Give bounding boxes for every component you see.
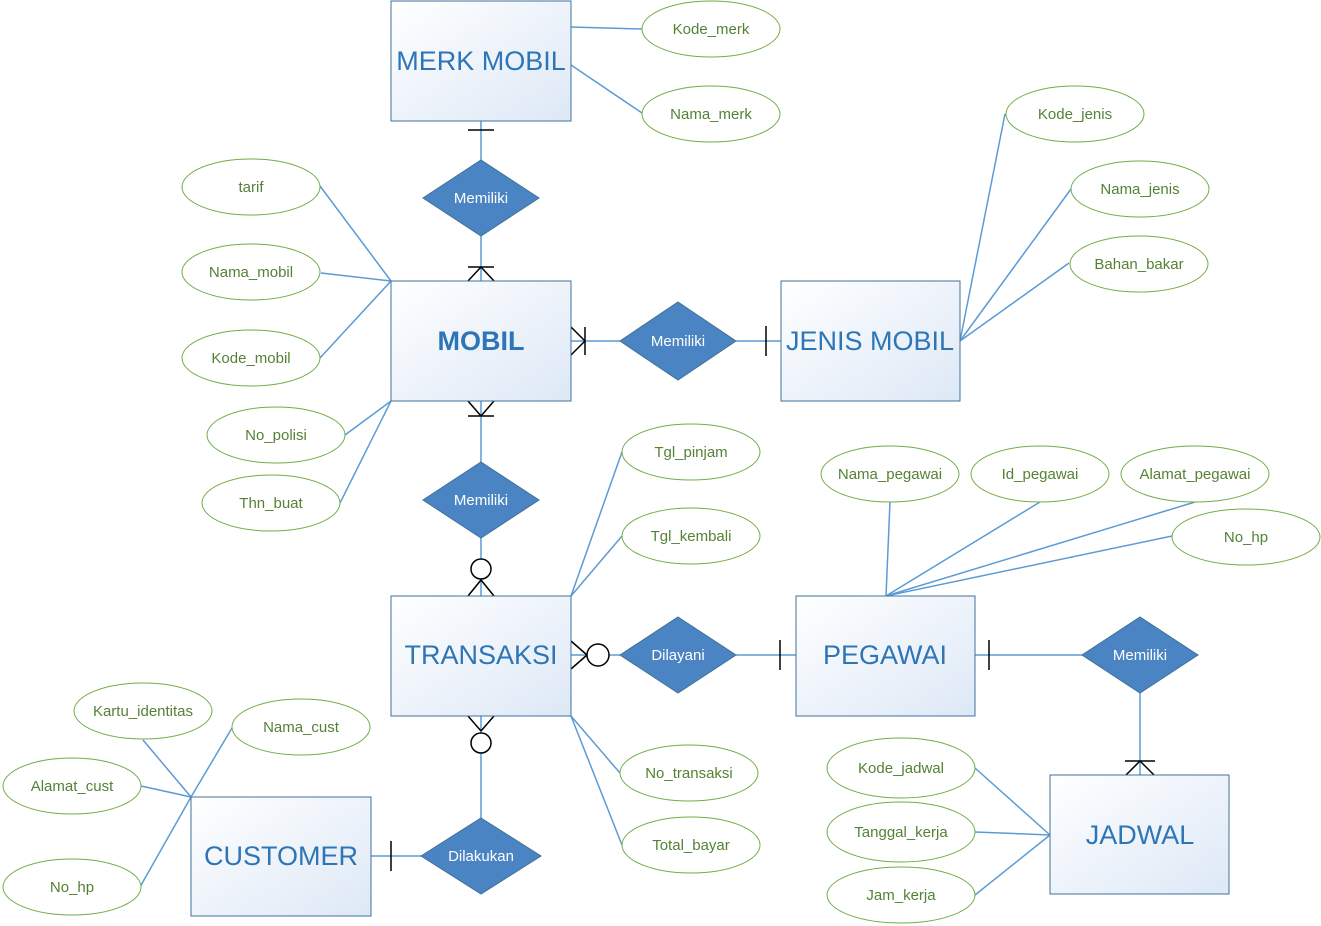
entity-label: JADWAL <box>1086 820 1195 850</box>
entity-label: CUSTOMER <box>204 841 358 871</box>
svg-text:Kode_mobil: Kode_mobil <box>211 350 290 367</box>
entity-label: MOBIL <box>438 326 525 356</box>
svg-text:Nama_mobil: Nama_mobil <box>209 264 293 281</box>
zero-many-mark-transaksi-top <box>467 558 495 597</box>
zero-many-mark-transaksi-right <box>570 640 610 670</box>
attribute-bahan-bakar[interactable]: Bahan_bakar <box>1069 235 1209 293</box>
svg-text:Nama_cust: Nama_cust <box>263 719 340 736</box>
relationship-label: Memiliki <box>454 492 508 509</box>
attribute-nama-merk[interactable]: Nama_merk <box>641 85 781 143</box>
entity-merk-mobil[interactable]: MERK MOBIL <box>390 0 572 122</box>
attribute-no-polisi[interactable]: No_polisi <box>206 406 346 464</box>
relationship-pegawai-jadwal[interactable]: Memiliki <box>1081 616 1199 694</box>
entity-jadwal[interactable]: JADWAL <box>1049 774 1230 895</box>
attribute-total-bayar[interactable]: Total_bayar <box>621 816 761 874</box>
attribute-nama-cust[interactable]: Nama_cust <box>231 698 371 756</box>
relationship-label: Memiliki <box>1113 647 1167 664</box>
attribute-kode-jadwal[interactable]: Kode_jadwal <box>826 737 976 799</box>
attribute-thn-buat[interactable]: Thn_buat <box>201 474 341 532</box>
attribute-kartu-identitas[interactable]: Kartu_identitas <box>73 682 213 740</box>
svg-text:Nama_pegawai: Nama_pegawai <box>838 466 942 483</box>
attribute-jam-kerja[interactable]: Jam_kerja <box>826 866 976 924</box>
zero-many-mark-transaksi-bottom <box>467 715 495 754</box>
svg-text:No_transaksi: No_transaksi <box>645 765 733 782</box>
entity-pegawai[interactable]: PEGAWAI <box>795 595 976 717</box>
svg-text:Tanggal_kerja: Tanggal_kerja <box>854 824 948 841</box>
entity-transaksi[interactable]: TRANSAKSI <box>390 595 572 717</box>
relationship-merk-mobil[interactable]: Memiliki <box>422 159 540 237</box>
attribute-id-pegawai[interactable]: Id_pegawai <box>970 445 1110 503</box>
entity-label: TRANSAKSI <box>404 640 557 670</box>
entity-mobil[interactable]: MOBIL <box>390 280 572 402</box>
attribute-tgl-kembali[interactable]: Tgl_kembali <box>621 507 761 565</box>
svg-text:Jam_kerja: Jam_kerja <box>866 887 936 904</box>
entity-label: MERK MOBIL <box>396 46 566 76</box>
attribute-tgl-pinjam[interactable]: Tgl_pinjam <box>621 423 761 481</box>
relationship-jenis-mobil[interactable]: Memiliki <box>619 301 737 381</box>
svg-text:No_hp: No_hp <box>50 879 94 896</box>
svg-text:Tgl_pinjam: Tgl_pinjam <box>654 444 727 461</box>
svg-text:Kode_jenis: Kode_jenis <box>1038 106 1112 123</box>
entity-label: PEGAWAI <box>823 640 947 670</box>
many-mark-jadwal <box>1125 760 1155 776</box>
relationship-label: Dilayani <box>651 647 704 664</box>
relationship-label: Memiliki <box>651 333 705 350</box>
attribute-no-hp-customer[interactable]: No_hp <box>2 858 142 916</box>
attribute-nama-jenis[interactable]: Nama_jenis <box>1070 160 1210 218</box>
svg-text:Kode_merk: Kode_merk <box>673 21 750 38</box>
attribute-kode-mobil[interactable]: Kode_mobil <box>181 329 321 387</box>
relationship-label: Dilakukan <box>448 848 514 865</box>
relationship-label: Memiliki <box>454 190 508 207</box>
svg-text:Alamat_cust: Alamat_cust <box>31 778 114 795</box>
entity-customer[interactable]: CUSTOMER <box>190 796 372 917</box>
attribute-alamat-pegawai[interactable]: Alamat_pegawai <box>1120 445 1270 503</box>
svg-text:Bahan_bakar: Bahan_bakar <box>1094 256 1183 273</box>
svg-text:Total_bayar: Total_bayar <box>652 837 730 854</box>
svg-text:Alamat_pegawai: Alamat_pegawai <box>1140 466 1251 483</box>
attribute-nama-pegawai[interactable]: Nama_pegawai <box>820 445 960 503</box>
svg-text:No_polisi: No_polisi <box>245 427 307 444</box>
attribute-alamat-cust[interactable]: Alamat_cust <box>2 757 142 815</box>
svg-text:tarif: tarif <box>238 179 264 196</box>
many-mark-mobil-right <box>570 326 586 356</box>
svg-text:Tgl_kembali: Tgl_kembali <box>651 528 732 545</box>
attribute-kode-jenis[interactable]: Kode_jenis <box>1005 85 1145 143</box>
svg-text:Id_pegawai: Id_pegawai <box>1002 466 1079 483</box>
svg-text:No_hp: No_hp <box>1224 529 1268 546</box>
attribute-tarif[interactable]: tarif <box>181 158 321 216</box>
attribute-tanggal-kerja[interactable]: Tanggal_kerja <box>826 801 976 863</box>
cardinality-markers <box>390 129 1155 871</box>
many-mark-mobil-top <box>467 266 495 282</box>
svg-text:Kartu_identitas: Kartu_identitas <box>93 703 193 720</box>
attribute-kode-merk[interactable]: Kode_merk <box>641 0 781 58</box>
svg-text:Nama_jenis: Nama_jenis <box>1100 181 1179 198</box>
attribute-nama-mobil[interactable]: Nama_mobil <box>181 243 321 301</box>
svg-text:Kode_jadwal: Kode_jadwal <box>858 760 944 777</box>
relationship-dilayani[interactable]: Dilayani <box>619 616 737 694</box>
many-mark-mobil-bottom <box>467 400 495 417</box>
relationship-dilakukan[interactable]: Dilakukan <box>420 817 542 895</box>
relationship-transaksi-mobil[interactable]: Memiliki <box>422 461 540 539</box>
attribute-no-transaksi[interactable]: No_transaksi <box>619 744 759 802</box>
entity-jenis-mobil[interactable]: JENIS MOBIL <box>780 280 961 402</box>
entity-label: JENIS MOBIL <box>786 326 954 356</box>
connector-lines <box>139 26 1196 896</box>
svg-text:Nama_merk: Nama_merk <box>670 106 752 123</box>
attribute-no-hp-pegawai[interactable]: No_hp <box>1171 508 1321 566</box>
svg-text:Thn_buat: Thn_buat <box>239 495 303 512</box>
